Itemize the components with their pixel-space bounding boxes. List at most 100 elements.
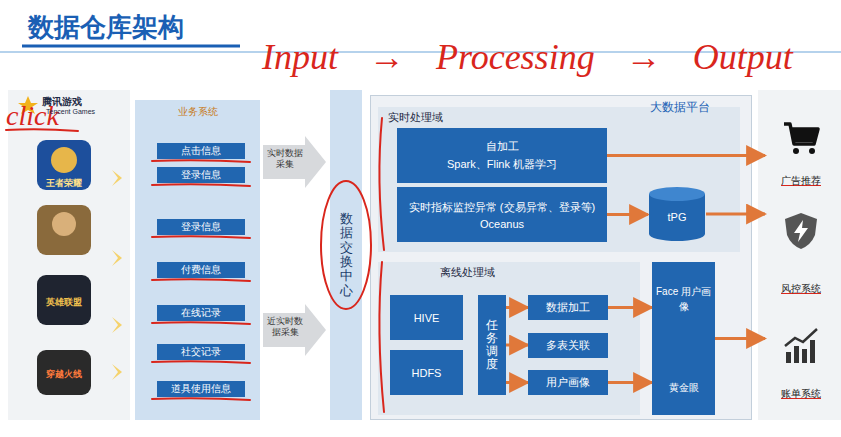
apps-column: [758, 90, 841, 420]
chart-icon: [781, 326, 821, 366]
logo-text: 英雄联盟: [37, 296, 91, 309]
cart-fill: [792, 130, 816, 142]
arrow-connector: [607, 154, 765, 157]
cart-body: [784, 124, 818, 144]
chevron: [112, 250, 122, 266]
node-text: 离线处理域: [440, 265, 495, 280]
game-icon: [37, 140, 91, 190]
arrow-connector: [608, 306, 652, 309]
node-text: 社交记录: [181, 345, 221, 359]
cylinder-top: [649, 187, 705, 201]
node-text: 登录信息: [181, 168, 221, 182]
arrow-connector: [607, 213, 648, 216]
node-text: Face 用户画像: [656, 284, 711, 314]
bar: [794, 346, 799, 363]
database-cylinder: tPG: [648, 186, 706, 242]
games-column: [8, 90, 130, 420]
process-box: 数据加工: [528, 295, 608, 320]
node-text: 业务系统: [178, 105, 218, 119]
group-panel: 大数据平台实时处理域自加工 Spark、Flink 机器学习实时指标监控异常 (交…: [370, 95, 752, 420]
logo-text: 腾讯游戏: [42, 95, 82, 109]
game-icon-art: [52, 212, 76, 236]
logo-text: 穿越火线: [37, 368, 91, 381]
process-box: HDFS: [390, 350, 463, 395]
app-icon: 风控系统: [765, 205, 837, 300]
cylinder-body: [649, 194, 705, 241]
node-text: 付费信息: [181, 263, 221, 277]
red-arc: [379, 262, 384, 412]
group-panel: 任务调度: [478, 295, 506, 395]
game-icon: [37, 350, 91, 395]
logo-text: Tencent Games: [46, 108, 95, 115]
collect-label: 近实时数据采集: [266, 316, 304, 339]
process-box: 实时指标监控异常 (交易异常、登录等) Oceanus: [397, 187, 607, 242]
arrow-connector: [706, 213, 765, 216]
process-box: 点击信息: [157, 143, 245, 159]
group-panel: Face 用户画像黄金眼: [652, 262, 715, 415]
trend-line: [785, 329, 817, 346]
process-box: HIVE: [390, 295, 463, 340]
node-text: 账单系统: [781, 387, 821, 401]
process-box: 道具使用信息: [157, 381, 245, 397]
shield-icon: [781, 211, 821, 251]
red-underline: [152, 184, 250, 186]
node-text: HIVE: [414, 312, 440, 324]
node-text: 数据加工: [546, 300, 590, 315]
arrow-connector: [608, 381, 652, 384]
shield: [785, 213, 817, 249]
node-text: 风控系统: [781, 282, 821, 296]
chevron: [112, 317, 122, 333]
arrow-connector: [506, 306, 528, 309]
node-text: 大数据平台: [650, 99, 710, 116]
logo-text: 王者荣耀: [37, 177, 91, 190]
group-panel: 实时处理域自加工 Spark、Flink 机器学习实时指标监控异常 (交易异常、登…: [378, 107, 740, 252]
cart-wheel: [793, 148, 799, 154]
title: 数据仓库架构: [28, 10, 184, 45]
node-text: 用户画像: [546, 375, 590, 390]
group-panel: 数据交换中心: [330, 90, 362, 420]
chevron: [112, 170, 122, 186]
group-panel: 离线处理域 HIVE HDFS 任务调度 数据加工多表关联用户画像: [378, 262, 640, 415]
cart-wheel: [809, 148, 815, 154]
red-underline: [152, 322, 250, 324]
red-underline: [152, 160, 250, 162]
node-text: 登录信息: [181, 220, 221, 234]
node-text: 任务调度: [486, 319, 498, 372]
node-text: HDFS: [412, 367, 442, 379]
node-subtext: Spark、Flink 机器学习: [447, 157, 557, 172]
red-underline: [152, 236, 250, 238]
process-box: 用户画像: [528, 370, 608, 395]
handwritten-note: Input → Processing → Output: [262, 36, 793, 78]
node-text: 在线记录: [181, 306, 221, 320]
cart-icon: [781, 118, 821, 158]
bar: [802, 349, 807, 363]
app-icon: 广告推荐: [765, 112, 837, 192]
process-box: 在线记录: [157, 305, 245, 321]
bar: [786, 352, 791, 363]
process-box: 付费信息: [157, 262, 245, 278]
collect-arrow: [263, 136, 326, 188]
collect-arrow: [263, 304, 326, 356]
game-icon-art: [51, 147, 77, 173]
node-text: 点击信息: [181, 144, 221, 158]
red-underline: [152, 361, 250, 363]
game-icon: [37, 275, 91, 325]
arrow-connector: [506, 344, 528, 347]
node-text: 多表关联: [546, 338, 590, 353]
node-text: 自加工: [486, 139, 519, 154]
node-text: 实时指标监控异常 (交易异常、登录等): [409, 200, 595, 215]
node-text: 道具使用信息: [171, 382, 231, 396]
node-text: 实时处理域: [388, 110, 443, 125]
red-circle: [321, 181, 371, 309]
game-icon: [37, 205, 91, 255]
node-subtext: Oceanus: [480, 218, 524, 230]
arrow-connector: [506, 381, 528, 384]
chevron: [112, 364, 122, 380]
node-subtext: 黄金眼: [669, 380, 699, 395]
node-text: 数据交换中心: [340, 212, 353, 298]
red-arc: [379, 118, 384, 250]
process-box: 社交记录: [157, 344, 245, 360]
node-text: tPG: [668, 211, 687, 223]
app-icon: 账单系统: [765, 320, 837, 405]
process-box: 自加工 Spark、Flink 机器学习: [397, 128, 607, 183]
